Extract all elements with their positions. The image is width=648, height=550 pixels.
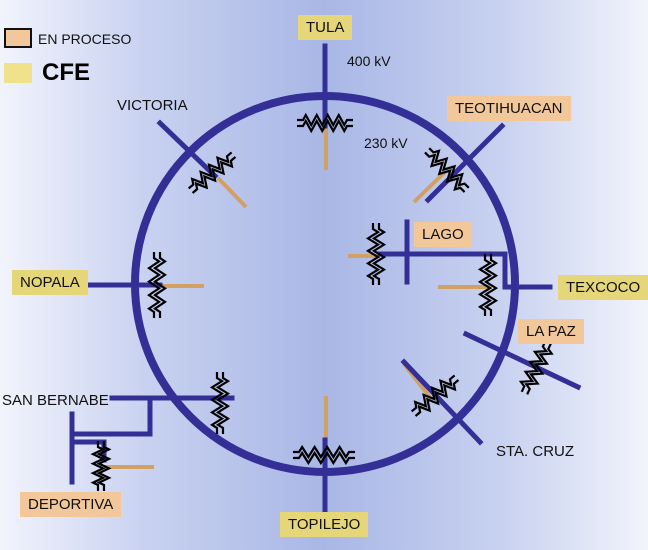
transformer-winding-san-bernabe-b bbox=[209, 372, 225, 434]
station-label-tula: TULA bbox=[298, 15, 353, 40]
transformer-winding-topilejo-a bbox=[293, 444, 355, 460]
station-label-topilejo: TOPILEJO bbox=[280, 512, 369, 537]
transformer-winding-teotihuacan-b bbox=[424, 151, 466, 193]
transformer-winding-nopala-b bbox=[147, 252, 161, 318]
transformer-san-bernabe bbox=[209, 372, 231, 434]
transformer-winding-la-paz-a bbox=[524, 343, 554, 395]
transformers bbox=[90, 112, 554, 491]
station-label-teotihuacan: TEOTIHUACAN bbox=[447, 96, 571, 121]
legend-label-en-proceso: EN PROCESO bbox=[38, 31, 132, 47]
transformer-winding-victoria-b bbox=[187, 151, 233, 190]
transformer-winding-tula-b bbox=[297, 118, 353, 134]
transformer-nopala bbox=[147, 252, 167, 318]
station-label-victoria: VICTORIA bbox=[117, 97, 188, 114]
transformer-winding-texcoco-a bbox=[483, 254, 499, 316]
transformer-winding-sta-cruz-b bbox=[410, 374, 456, 413]
transformer-winding-lago-a bbox=[371, 223, 387, 285]
transformer-topilejo bbox=[293, 444, 355, 466]
station-label-lago: LAGO bbox=[414, 222, 472, 247]
transformer-winding-nopala-a bbox=[153, 252, 167, 318]
stub-230kv-victoria bbox=[216, 176, 248, 209]
transformer-texcoco bbox=[477, 254, 499, 316]
legend-label-cfe: CFE bbox=[42, 59, 90, 86]
station-label-san-bernabe: SAN BERNABE bbox=[2, 392, 109, 409]
legend-swatch-en-proceso bbox=[4, 28, 32, 48]
line-400kv-sta-cruz bbox=[400, 358, 484, 446]
transformer-winding-topilejo-b bbox=[293, 450, 355, 466]
line-400kv-teotihuacan bbox=[424, 122, 506, 204]
station-label-nopala: NOPALA bbox=[12, 270, 88, 295]
transformer-victoria bbox=[187, 151, 237, 194]
transformer-teotihuacan bbox=[424, 147, 470, 193]
transformer-tula bbox=[297, 112, 353, 134]
legend-swatch-cfe bbox=[4, 63, 32, 83]
transformer-sta-cruz bbox=[410, 374, 460, 417]
transformer-deportiva bbox=[90, 441, 112, 491]
transformer-winding-victoria-a bbox=[191, 156, 237, 194]
transformer-winding-texcoco-b bbox=[477, 254, 493, 316]
line-400kv-victoria bbox=[156, 119, 219, 180]
station-label-la-paz: LA PAZ bbox=[518, 319, 584, 344]
station-label-deportiva: DEPORTIVA bbox=[20, 492, 122, 517]
transformer-winding-tula-a bbox=[297, 112, 353, 128]
transformer-winding-deportiva-b bbox=[90, 441, 106, 491]
voltage-label-230kv: 230 kV bbox=[364, 135, 408, 151]
transformer-winding-teotihuacan-a bbox=[428, 147, 470, 189]
station-label-sta-cruz: STA. CRUZ bbox=[496, 443, 575, 460]
radial-lines-400kv bbox=[69, 43, 582, 517]
transformer-lago bbox=[365, 223, 387, 285]
stub-230kv-teotihuacan bbox=[412, 170, 447, 204]
transformer-winding-san-bernabe-a bbox=[215, 372, 231, 434]
line-400kv-la-paz bbox=[462, 330, 582, 391]
station-label-texcoco: TEXCOCO bbox=[558, 275, 648, 300]
voltage-label-400kv: 400 kV bbox=[347, 53, 391, 69]
transformer-winding-sta-cruz-a bbox=[414, 379, 460, 417]
transformer-winding-lago-b bbox=[365, 223, 381, 285]
transformer-la-paz bbox=[518, 340, 554, 395]
transformer-winding-la-paz-b bbox=[518, 340, 549, 393]
transformer-winding-deportiva-a bbox=[96, 441, 112, 491]
